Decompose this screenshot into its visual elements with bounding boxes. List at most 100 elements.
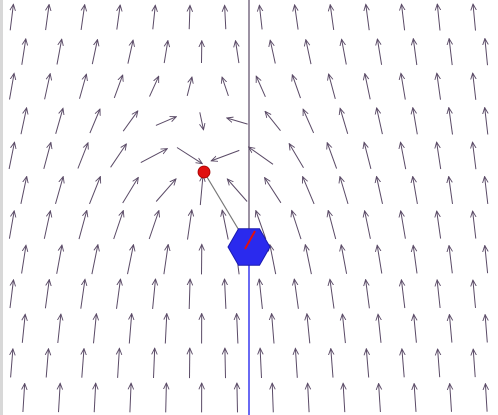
- field-arrow: [295, 348, 297, 378]
- field-arrow: [20, 177, 27, 205]
- field-arrow: [449, 315, 452, 343]
- field-arrow: [149, 76, 159, 97]
- blue-hexagon-probe[interactable]: [227, 228, 271, 266]
- field-arrow: [186, 77, 192, 97]
- field-arrow: [473, 280, 476, 308]
- field-arrow: [91, 245, 98, 275]
- field-arrow: [365, 74, 371, 100]
- field-arrow: [413, 39, 418, 66]
- frame-edge: [0, 0, 3, 415]
- field-arrow: [23, 384, 25, 413]
- field-arrow: [449, 39, 452, 66]
- field-arrow: [225, 348, 226, 379]
- field-arrow: [272, 383, 273, 413]
- field-arrow: [129, 314, 131, 344]
- field-arrow: [329, 74, 336, 100]
- field-arrow: [270, 40, 276, 64]
- field-arrow: [113, 211, 124, 240]
- field-arrow: [44, 280, 49, 309]
- field-arrow: [377, 245, 383, 274]
- field-arrow: [110, 144, 127, 168]
- field-arrow: [154, 348, 155, 379]
- field-arrow: [113, 75, 122, 99]
- field-arrow: [187, 210, 192, 240]
- field-arrow: [289, 144, 304, 168]
- field-arrow: [127, 40, 133, 64]
- field-arrow: [122, 111, 138, 132]
- field-arrow: [331, 349, 333, 378]
- field-arrow: [327, 143, 338, 169]
- field-arrow: [305, 245, 312, 275]
- field-arrow: [225, 279, 226, 309]
- field-arrow: [82, 349, 84, 378]
- field-arrow: [91, 40, 97, 65]
- field-arrow: [116, 279, 121, 309]
- field-arrow: [155, 117, 176, 126]
- field-arrow: [449, 246, 452, 274]
- probe-direction-marker: [244, 230, 256, 250]
- field-arrow: [330, 279, 335, 309]
- field-arrow: [485, 384, 487, 412]
- field-arrow: [9, 280, 14, 309]
- field-arrow: [294, 279, 299, 309]
- field-arrow: [200, 112, 204, 130]
- field-arrow: [366, 280, 370, 309]
- field-arrow: [303, 109, 315, 134]
- field-arrow: [401, 73, 406, 100]
- field-arrow: [260, 348, 261, 379]
- field-arrow: [307, 314, 310, 344]
- field-arrow: [200, 175, 203, 206]
- field-arrow: [189, 279, 190, 310]
- field-arrow: [449, 108, 453, 135]
- field-arrow: [270, 245, 277, 275]
- field-arrow: [437, 280, 440, 309]
- field-arrow: [94, 383, 96, 413]
- field-arrow: [249, 147, 274, 165]
- field-arrow: [78, 211, 87, 240]
- field-arrow: [256, 211, 267, 240]
- field-arrow: [11, 349, 13, 378]
- field-arrow: [155, 179, 176, 202]
- field-arrow: [377, 108, 383, 135]
- field-arrow: [449, 177, 453, 204]
- field-arrow: [10, 4, 13, 31]
- field-arrow: [59, 383, 61, 413]
- field-arrow: [89, 177, 101, 205]
- red-charge-ball[interactable]: [197, 165, 211, 179]
- field-arrow: [56, 39, 62, 65]
- field-arrow: [259, 279, 262, 309]
- field-arrow: [272, 314, 274, 344]
- field-arrow: [437, 142, 442, 170]
- field-arrow: [378, 314, 381, 343]
- field-arrow: [401, 211, 406, 239]
- field-arrow: [163, 245, 168, 275]
- field-arrow: [225, 5, 226, 30]
- field-arrows: [8, 4, 488, 413]
- field-arrow: [222, 77, 229, 97]
- field-arrow: [140, 149, 168, 164]
- field-arrow: [473, 73, 476, 100]
- field-arrow: [55, 108, 63, 134]
- field-arrow: [165, 314, 167, 344]
- field-arrow: [44, 74, 51, 100]
- field-arrow: [413, 245, 418, 274]
- field-arrow: [79, 74, 87, 99]
- field-arrow: [402, 349, 404, 378]
- field-arrow: [437, 4, 440, 31]
- field-arrow: [118, 348, 120, 378]
- field-arrow: [43, 211, 50, 239]
- field-arrow: [80, 279, 85, 309]
- field-arrow: [473, 349, 475, 378]
- field-arrow: [295, 5, 299, 30]
- field-arrow: [340, 177, 349, 205]
- field-arrow: [292, 211, 302, 240]
- field-arrow: [189, 5, 190, 30]
- field-arrow: [153, 279, 156, 309]
- field-arrow: [377, 39, 383, 65]
- field-arrow: [413, 108, 418, 135]
- field-arrow: [379, 384, 381, 413]
- field-arrow: [21, 39, 26, 65]
- field-arrow: [485, 177, 488, 204]
